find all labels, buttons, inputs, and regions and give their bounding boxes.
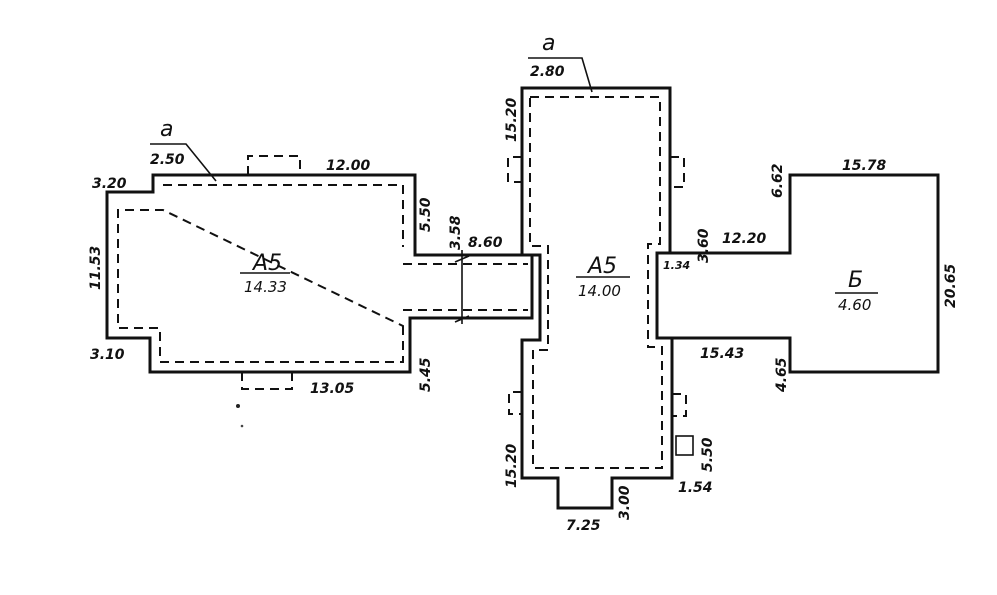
link-height-line <box>454 250 470 324</box>
center-corner-box <box>675 435 694 456</box>
dim-center-br-step: 5.50 <box>700 437 716 472</box>
left-marker-leader <box>150 143 217 182</box>
dim-left-side: 11.53 <box>88 246 104 290</box>
link-passage: 3.58 8.60 <box>403 215 528 324</box>
left-bottom-bay <box>241 372 293 390</box>
center-marker-letter: a <box>542 31 555 56</box>
right-block-code: Б <box>848 268 863 293</box>
right-block-value: 4.60 <box>838 296 871 314</box>
left-block-code: А5 <box>251 251 282 276</box>
center-block-code: А5 <box>586 254 617 279</box>
link-inner-line <box>403 263 528 311</box>
dim-right-top: 15.78 <box>842 158 887 174</box>
dim-center-porch-depth: 3.00 <box>617 485 633 520</box>
left-building-outline <box>105 173 534 374</box>
dim-right-upper-step: 6.62 <box>770 163 786 198</box>
right-building: Б 4.60 12.20 15.43 15.78 20.65 6.62 4.65 <box>657 158 959 393</box>
left-building: a 2.50 А5 14.33 12.00 3.20 11.53 3.10 13… <box>88 117 534 397</box>
dim-right-link-bottom: 15.43 <box>700 346 744 362</box>
center-block-value: 14.00 <box>578 282 621 300</box>
dim-right-link-top: 12.20 <box>722 231 767 247</box>
dim-link-length: 8.60 <box>468 235 503 251</box>
ink-speck <box>236 404 240 408</box>
dim-center-bottom-left: 15.20 <box>504 443 520 488</box>
dim-left-bl: 3.10 <box>90 347 125 363</box>
dim-right-lower-step: 4.65 <box>774 357 790 393</box>
dim-left-right-lower: 5.45 <box>418 357 434 392</box>
left-marker-letter: a <box>160 117 173 142</box>
dim-center-r-small: 1.34 <box>663 259 690 272</box>
center-building-inner-line <box>529 96 663 469</box>
center-top-bay <box>507 156 522 183</box>
center-marker-leader <box>528 57 593 93</box>
dim-left-right-upper: 5.50 <box>418 197 434 232</box>
left-top-bay <box>247 155 301 175</box>
left-marker-value: 2.50 <box>150 152 185 168</box>
center-left-bay <box>508 391 522 415</box>
center-right-bay <box>670 156 685 188</box>
ink-speck <box>240 424 244 428</box>
dim-right-side: 20.65 <box>943 263 959 308</box>
center-marker-value: 2.80 <box>530 64 565 80</box>
dim-link-height: 3.58 <box>448 215 464 250</box>
left-block-value: 14.33 <box>244 278 287 296</box>
center-building: a 2.80 А5 14.00 15.20 15.20 7.25 3.00 5.… <box>504 31 716 534</box>
dim-center-r-step: 3.60 <box>696 228 712 263</box>
dim-center-porch-width: 7.25 <box>566 518 601 534</box>
dim-left-bottom: 13.05 <box>310 381 355 397</box>
dim-center-top-left: 15.20 <box>504 97 520 142</box>
dim-left-tl: 3.20 <box>92 176 127 192</box>
left-building-inner-line <box>117 184 404 363</box>
dim-left-top: 12.00 <box>326 158 371 174</box>
right-building-outline <box>657 173 940 374</box>
center-right-lower-bay <box>672 393 687 417</box>
dim-center-br-small: 1.54 <box>678 480 713 496</box>
